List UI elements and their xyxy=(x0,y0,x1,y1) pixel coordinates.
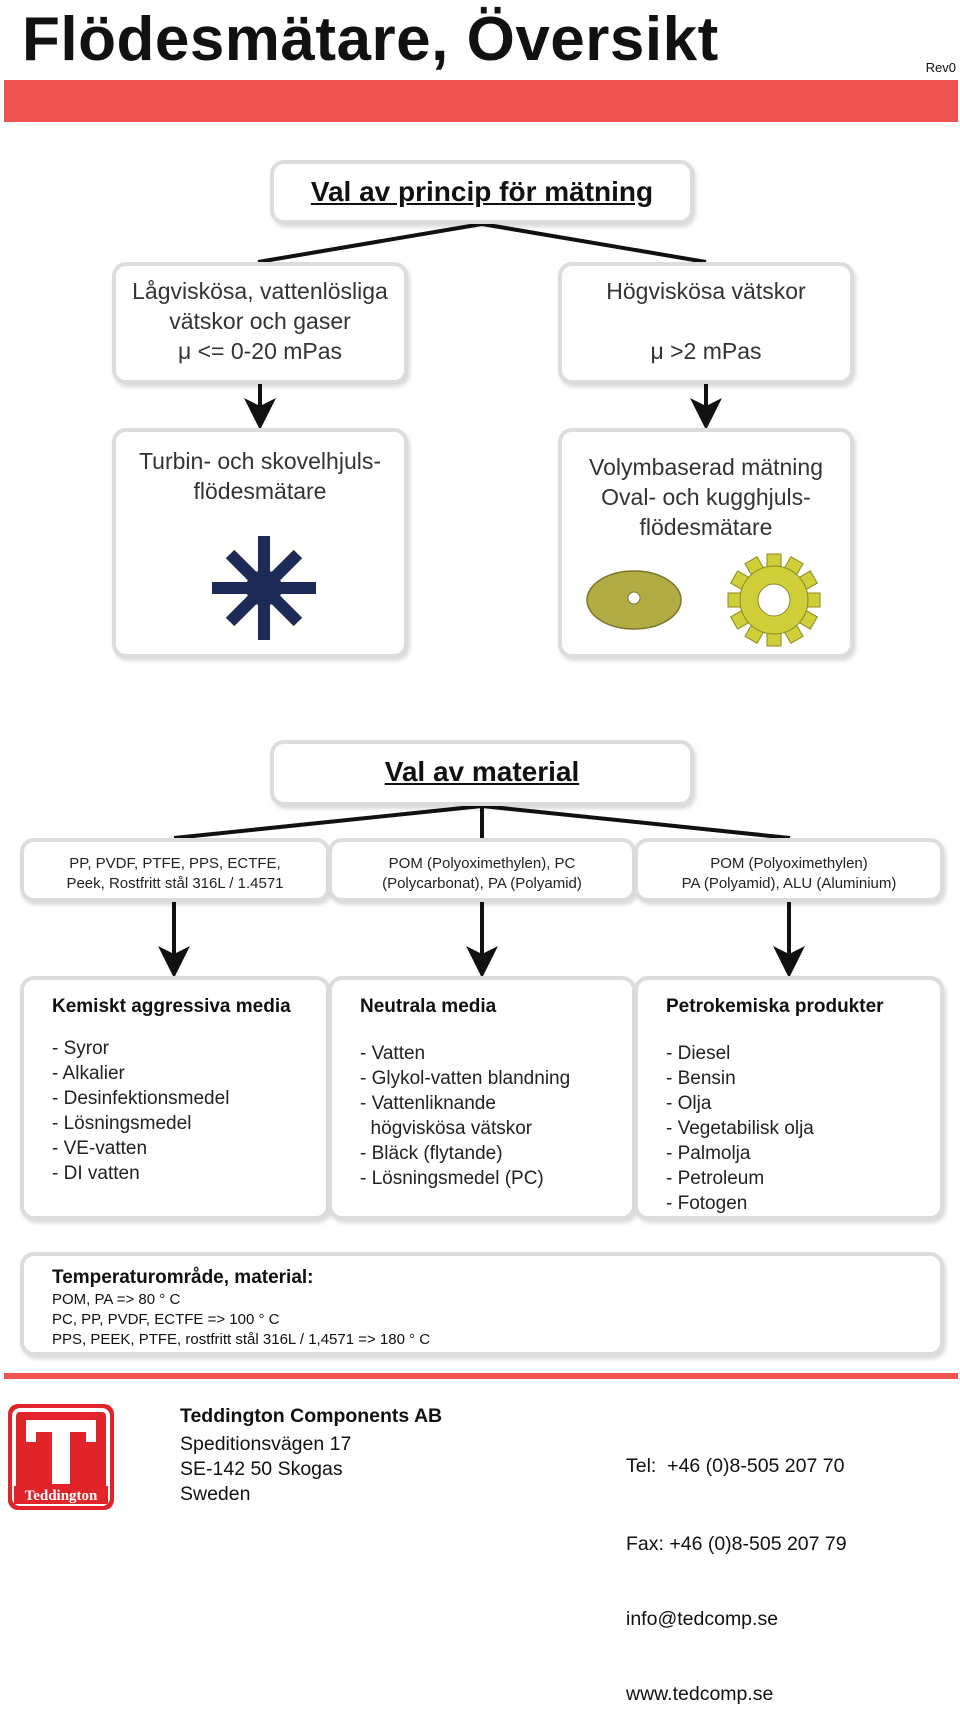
contact-website[interactable]: www.tedcomp.se xyxy=(626,1683,774,1705)
temperature-line-2: PC, PP, PVDF, ECTFE => 100 ° C xyxy=(52,1311,280,1328)
media-item: - Bensin xyxy=(666,1068,736,1089)
material-3-line-2: PA (Polyamid), ALU (Aluminium) xyxy=(681,875,897,892)
principle-heading-box: Val av princip för mätning xyxy=(270,160,694,224)
media-item: - Vegetabilisk olja xyxy=(666,1118,814,1139)
address-line-3: Sweden xyxy=(180,1483,251,1505)
contact-fax: Fax: +46 (0)8-505 207 79 xyxy=(626,1533,847,1555)
volume-line-3: flödesmätare xyxy=(639,514,773,540)
temperature-line-1: POM, PA => 80 ° C xyxy=(52,1291,181,1308)
media-box-petrochemical: Petrokemiska produkter - Diesel - Bensin… xyxy=(634,976,944,1220)
material-1-line-1: PP, PVDF, PTFE, PPS, ECTFE, xyxy=(69,855,281,872)
media-item: - Diesel xyxy=(666,1043,731,1064)
material-3-line-1: POM (Polyoximethylen) xyxy=(710,855,868,872)
oval-gear-icon xyxy=(586,570,682,630)
media-item: - Palmolja xyxy=(666,1143,751,1164)
material-box-1: PP, PVDF, PTFE, PPS, ECTFE, Peek, Rostfr… xyxy=(20,838,330,902)
low-viscosity-line-3: μ <= 0-20 mPas xyxy=(177,338,343,364)
media-item: - Petroleum xyxy=(666,1168,765,1189)
media-item: - Vatten xyxy=(360,1043,426,1064)
material-1-line-2: Peek, Rostfritt stål 316L / 1.4571 xyxy=(66,875,284,892)
page-title: Flödesmätare, Översikt xyxy=(22,5,719,74)
contact-phone: Tel: +46 (0)8-505 207 70 xyxy=(626,1455,845,1477)
material-box-3: POM (Polyoximethylen) PA (Polyamid), ALU… xyxy=(634,838,944,902)
company-logo: Teddington xyxy=(6,1402,116,1512)
media-item: - Desinfektionsmedel xyxy=(52,1088,230,1109)
turbine-star-icon xyxy=(212,536,316,640)
address-line-1: Speditionsvägen 17 xyxy=(180,1433,352,1455)
media-item: - Lösningsmedel (PC) xyxy=(360,1168,544,1189)
company-name: Teddington Components AB xyxy=(180,1405,443,1427)
logo-text: Teddington xyxy=(24,1488,98,1504)
cog-wheel-icon xyxy=(727,553,821,647)
address-line-2: SE-142 50 Skogas xyxy=(180,1458,343,1480)
media-box-aggressive: Kemiskt aggressiva media - Syror - Alkal… xyxy=(20,976,330,1220)
material-heading: Val av material xyxy=(384,756,580,787)
temperature-title: Temperaturområde, material: xyxy=(52,1267,314,1288)
media-item: högviskösa vätskor xyxy=(360,1118,533,1139)
media-item: - VE-vatten xyxy=(52,1138,148,1159)
connector-lines xyxy=(158,222,805,978)
media-title-petrochemical: Petrokemiska produkter xyxy=(666,996,884,1017)
high-viscosity-box: Högviskösa vätskor μ >2 mPas xyxy=(558,262,854,384)
media-title-neutral: Neutrala media xyxy=(360,996,497,1017)
media-item: - DI vatten xyxy=(52,1163,140,1184)
title-banner xyxy=(4,80,958,122)
footer-divider xyxy=(4,1373,958,1379)
connector-principle-left xyxy=(257,222,483,264)
teddington-logo-icon xyxy=(8,1404,114,1510)
contact-email[interactable]: info@tedcomp.se xyxy=(626,1608,779,1630)
media-item: - Fotogen xyxy=(666,1193,748,1214)
connector-principle-right xyxy=(481,222,707,264)
low-viscosity-box: Lågviskösa, vattenlösliga vätskor och ga… xyxy=(112,262,408,384)
high-viscosity-line-3: μ >2 mPas xyxy=(650,338,762,364)
volume-line-1: Volymbaserad mätning xyxy=(589,454,823,480)
media-item: - Alkalier xyxy=(52,1063,125,1084)
material-box-2: POM (Polyoximethylen), PC (Polycarbonat)… xyxy=(328,838,636,902)
media-item: - Bläck (flytande) xyxy=(360,1143,503,1164)
volume-meter-box: Volymbaserad mätning Oval- och kugghjuls… xyxy=(558,428,854,658)
high-viscosity-line-1: Högviskösa vätskor xyxy=(606,278,806,304)
material-2-line-1: POM (Polyoximethylen), PC xyxy=(388,855,576,872)
media-item: - Olja xyxy=(666,1093,712,1114)
temperature-line-3: PPS, PEEK, PTFE, rostfritt stål 316L / 1… xyxy=(52,1331,431,1348)
principle-heading: Val av princip för mätning xyxy=(310,176,654,207)
temperature-box: Temperaturområde, material: POM, PA => 8… xyxy=(20,1252,944,1356)
turbine-meter-box: Turbin- och skovelhjuls- flödesmätare xyxy=(112,428,408,658)
media-item: - Vattenliknande xyxy=(360,1093,496,1114)
material-heading-box: Val av material xyxy=(270,740,694,806)
volume-line-2: Oval- och kugghjuls- xyxy=(601,484,811,510)
connector-material-left xyxy=(173,804,483,840)
revision-label: Rev0 xyxy=(925,60,956,75)
material-2-line-2: (Polycarbonat), PA (Polyamid) xyxy=(382,875,582,892)
low-viscosity-line-1: Lågviskösa, vattenlösliga xyxy=(132,278,388,304)
connector-material-right xyxy=(481,804,791,840)
footer-address: Teddington Components AB Speditionsvägen… xyxy=(180,1404,442,1507)
media-title-aggressive: Kemiskt aggressiva media xyxy=(52,996,291,1017)
media-item: - Syror xyxy=(52,1038,109,1059)
turbine-line-1: Turbin- och skovelhjuls- xyxy=(138,448,382,474)
media-box-neutral: Neutrala media - Vatten - Glykol-vatten … xyxy=(328,976,636,1220)
high-viscosity-line-2 xyxy=(562,306,850,336)
low-viscosity-line-2: vätskor och gaser xyxy=(169,308,351,334)
media-item: - Lösningsmedel xyxy=(52,1113,192,1134)
footer-contact: Tel: +46 (0)8-505 207 70 Fax: +46 (0)8-5… xyxy=(626,1404,847,1732)
turbine-line-2: flödesmätare xyxy=(193,478,327,504)
media-item: - Glykol-vatten blandning xyxy=(360,1068,571,1089)
